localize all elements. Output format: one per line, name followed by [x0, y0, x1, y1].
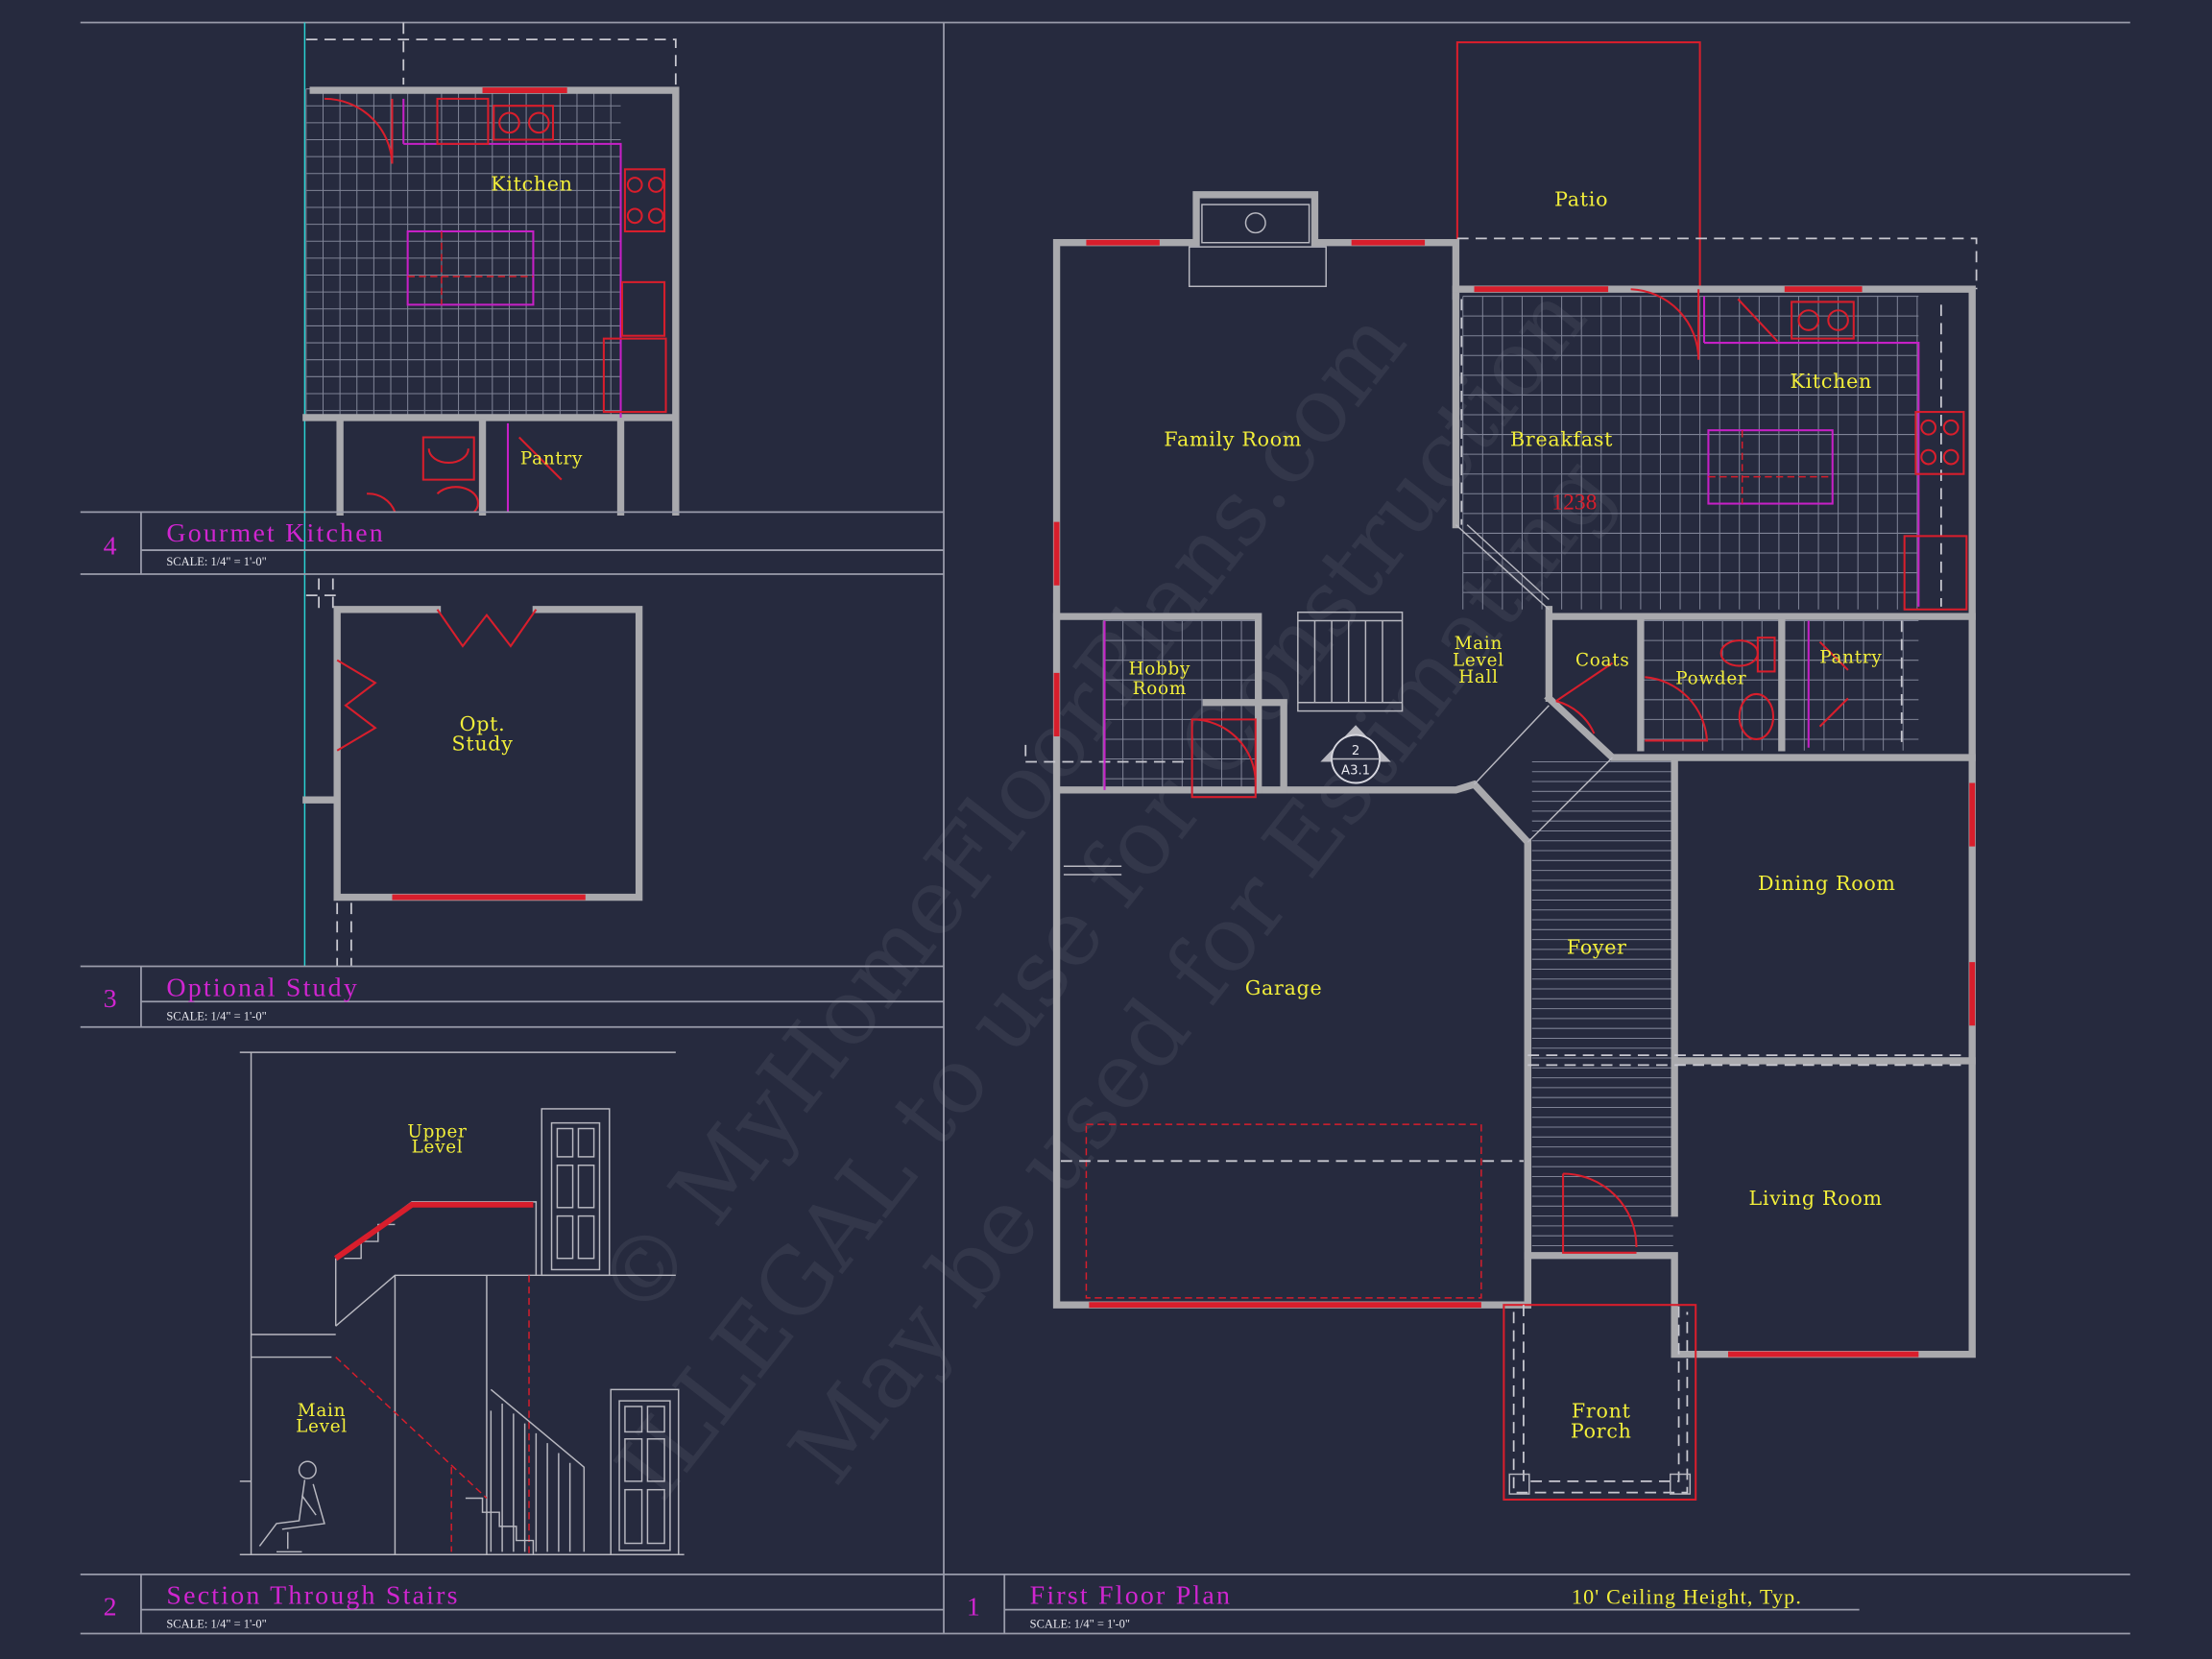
view-title: Section Through Stairs — [166, 1581, 459, 1611]
section-label-main: Main — [298, 1401, 346, 1421]
section-label-level: Level — [412, 1137, 464, 1157]
view-number: 4 — [104, 531, 117, 561]
first-floor-plan-drawing: 2 A3.1 Patio Family Room Breakfast Kitch… — [1024, 41, 1978, 1501]
room-label-hobby: Hobby — [1129, 659, 1191, 679]
room-label-main: Main — [1455, 634, 1503, 654]
room-label-dining-room: Dining Room — [1758, 872, 1896, 895]
section-label-level: Level — [296, 1416, 348, 1436]
room-label-kitchen: Kitchen — [1791, 370, 1873, 393]
room-label-powder: Powder — [1675, 669, 1746, 689]
view-title: Gourmet Kitchen — [166, 518, 385, 548]
patio-outline — [1455, 41, 1701, 291]
tile-grid — [1462, 296, 1919, 610]
tile-grid — [1784, 620, 1919, 751]
tile-grid — [305, 88, 621, 417]
title-block-section: 2 Section Through Stairs SCALE: 1/4" = 1… — [80, 1573, 945, 1635]
room-label-pantry: Pantry — [520, 448, 583, 469]
stair-hatch — [1531, 760, 1673, 1257]
room-label-porch: Porch — [1571, 1419, 1632, 1442]
sheet-frame — [80, 21, 2130, 1634]
room-label-front: Front — [1572, 1400, 1631, 1423]
view-title: First Floor Plan — [1030, 1581, 1232, 1611]
title-block-optional-study: 3 Optional Study SCALE: 1/4" = 1'-0" — [80, 965, 945, 1028]
room-label-foyer: Foyer — [1567, 935, 1627, 958]
room-label-living-room: Living Room — [1749, 1187, 1883, 1210]
room-label-breakfast: Breakfast — [1510, 427, 1613, 450]
gourmet-kitchen-drawing: Kitchen Pantry — [302, 22, 680, 967]
room-label-family-room: Family Room — [1164, 427, 1302, 450]
view-number: 1 — [967, 1592, 980, 1622]
room-label-coats: Coats — [1575, 651, 1630, 671]
view-scale: SCALE: 1/4" = 1'-0" — [166, 555, 266, 568]
section-marker: 2 A3.1 — [1320, 725, 1391, 784]
room-label-garage: Garage — [1245, 976, 1323, 999]
section-marker-sheet: A3.1 — [1341, 764, 1370, 779]
title-block-gourmet-kitchen: 4 Gourmet Kitchen SCALE: 1/4" = 1'-0" — [80, 511, 945, 575]
stair-section-drawing: Upper Level Main Level — [239, 1051, 685, 1556]
room-label-hall: Hall — [1458, 667, 1499, 687]
seated-person-icon — [258, 1460, 325, 1553]
room-label-patio: Patio — [1554, 188, 1608, 211]
door-icon — [541, 1108, 611, 1277]
room-label-opt: Opt. — [460, 712, 506, 735]
view-title: Optional Study — [166, 973, 359, 1002]
room-label-pantry: Pantry — [1819, 648, 1882, 668]
title-block-first-floor: 1 First Floor Plan SCALE: 1/4" = 1'-0" 1… — [944, 1573, 2130, 1635]
view-number: 2 — [104, 1592, 117, 1622]
optional-study-drawing: Opt. Study — [302, 578, 643, 967]
room-label-level: Level — [1453, 651, 1504, 671]
section-label-upper: Upper — [407, 1121, 467, 1142]
view-scale: SCALE: 1/4" = 1'-0" — [166, 1618, 266, 1631]
view-scale: SCALE: 1/4" = 1'-0" — [1030, 1618, 1130, 1631]
room-label-room: Room — [1133, 679, 1187, 699]
ceiling-note: 10' Ceiling Height, Typ. — [1572, 1585, 1802, 1609]
door-icon — [610, 1388, 680, 1556]
area-label: 1238 — [1551, 490, 1597, 515]
view-scale: SCALE: 1/4" = 1'-0" — [166, 1009, 266, 1022]
room-label-study: Study — [452, 733, 514, 756]
section-marker-number: 2 — [1352, 744, 1359, 758]
view-number: 3 — [104, 984, 117, 1014]
room-label-kitchen: Kitchen — [491, 172, 573, 195]
